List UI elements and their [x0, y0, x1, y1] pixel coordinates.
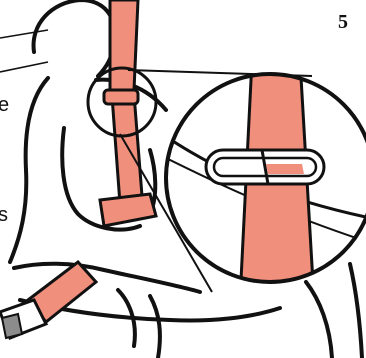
seatbelt-clip-icon [104, 90, 138, 104]
step-number: 5 [338, 12, 348, 32]
edge-text-2: s [0, 205, 8, 225]
edge-text-1: e [0, 95, 9, 115]
lap-belt [28, 194, 156, 322]
leader-lines [0, 30, 48, 72]
magnified-detail [150, 60, 366, 300]
leg-outline [306, 264, 362, 358]
seatbelt-clip-icon [206, 150, 324, 184]
shoulder-belt [104, 0, 142, 204]
